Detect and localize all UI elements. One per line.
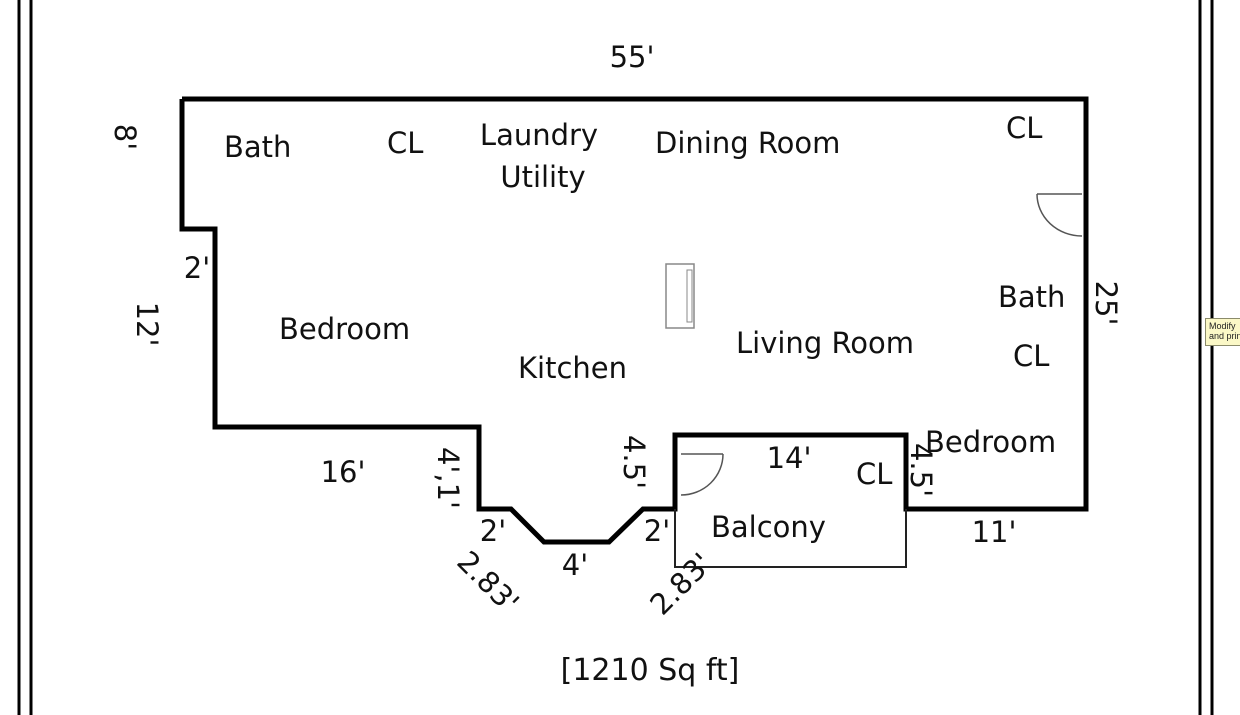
room-laundry: Laundry bbox=[480, 118, 598, 152]
tooltip-line-2: and print bbox=[1209, 331, 1240, 341]
tooltip-line-1: Modify bbox=[1209, 321, 1236, 331]
kitchen-counter-icon bbox=[665, 263, 695, 329]
room-utility: Utility bbox=[500, 160, 585, 194]
outer-wall bbox=[179, 96, 1089, 545]
room-kitchen: Kitchen bbox=[518, 351, 627, 385]
balcony-outline bbox=[674, 509, 907, 568]
door-right-icon bbox=[1036, 193, 1083, 237]
dim-left-lower: 12' bbox=[130, 302, 164, 347]
door-balcony-icon bbox=[680, 453, 724, 496]
dim-top-width: 55' bbox=[610, 40, 655, 74]
dim-bay-left-flat: 2' bbox=[480, 514, 506, 548]
dim-left-upper: 8' bbox=[108, 124, 142, 150]
dim-bottom-right: 11' bbox=[972, 515, 1017, 549]
dim-balcony-right-vertical: 4.5' bbox=[904, 443, 938, 497]
total-area: [1210 Sq ft] bbox=[561, 653, 740, 688]
dim-balcony-left-vertical: 4.5' bbox=[617, 435, 651, 489]
room-cl-right: CL bbox=[1013, 339, 1049, 373]
dim-bottom-left: 16' bbox=[321, 455, 366, 489]
dim-bay-right-flat: 2' bbox=[644, 514, 670, 548]
dim-bay-left-diagonal: 2.83' bbox=[450, 544, 525, 619]
dim-balcony-top: 14' bbox=[767, 441, 812, 475]
room-living-room: Living Room bbox=[736, 326, 914, 360]
dim-right-side: 25' bbox=[1089, 281, 1123, 326]
room-dining-room: Dining Room bbox=[655, 126, 840, 160]
dim-bay-right-diagonal: 2.83' bbox=[643, 546, 718, 621]
room-bath-right: Bath bbox=[998, 280, 1065, 314]
room-balcony: Balcony bbox=[711, 510, 826, 544]
modify-tooltip[interactable]: Modify and print bbox=[1205, 318, 1240, 346]
dim-left-step: 2' bbox=[184, 251, 210, 285]
room-bath-top: Bath bbox=[224, 130, 291, 164]
dim-bay-bottom: 4' bbox=[562, 548, 588, 582]
room-cl-top-left: CL bbox=[387, 126, 423, 160]
dim-notch-left-vertical: 4',1' bbox=[431, 447, 465, 509]
room-cl-balcony: CL bbox=[856, 457, 892, 491]
room-bedroom-right: Bedroom bbox=[925, 425, 1056, 459]
room-cl-top-right: CL bbox=[1006, 111, 1042, 145]
room-bedroom-left: Bedroom bbox=[279, 312, 410, 346]
